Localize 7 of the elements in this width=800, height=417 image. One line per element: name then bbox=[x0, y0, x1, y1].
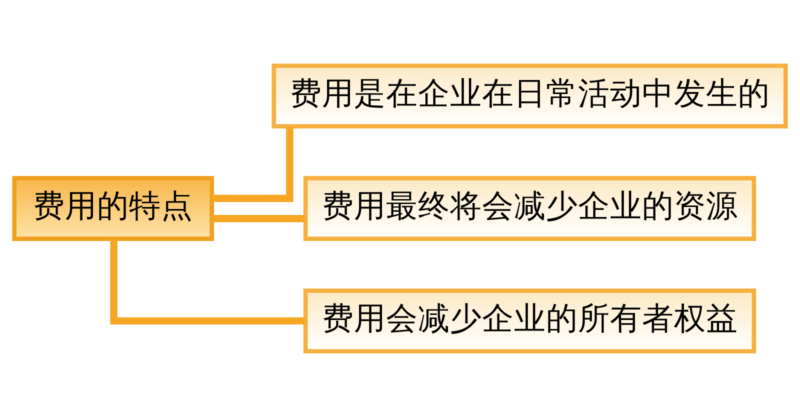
connector bbox=[212, 214, 306, 222]
connector bbox=[212, 126, 294, 202]
node-box: 费用会减少企业的所有者权益 bbox=[303, 288, 756, 354]
node-box: 费用最终将会减少企业的资源 bbox=[303, 176, 756, 241]
node-box: 费用的特点 bbox=[12, 176, 214, 241]
connector bbox=[110, 239, 306, 325]
node-box: 费用是在企业在日常活动中发生的 bbox=[272, 64, 788, 128]
